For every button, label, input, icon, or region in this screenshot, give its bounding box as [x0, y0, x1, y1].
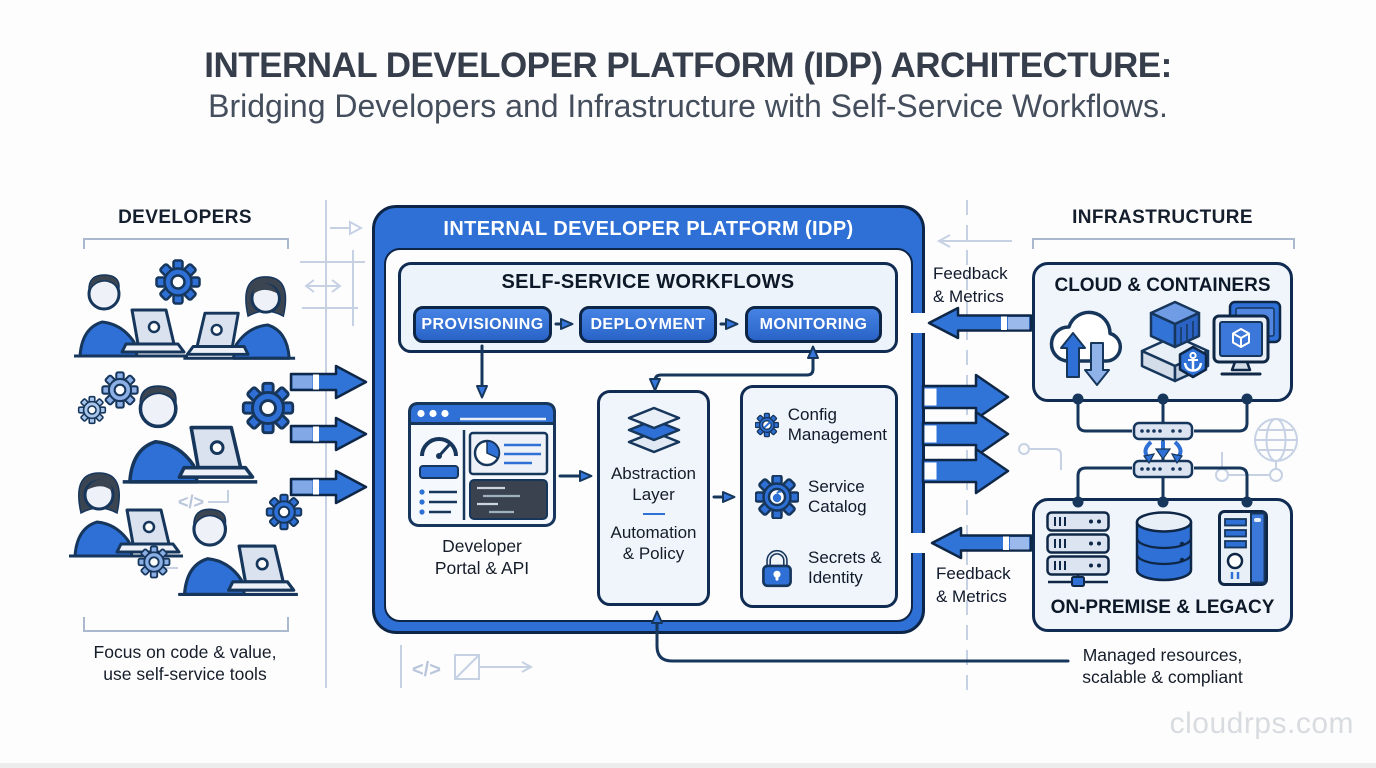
developers-caption-line1: Focus on code & value,: [93, 642, 277, 662]
developers-heading: DEVELOPERS: [118, 207, 252, 228]
infra-caption-line2: scalable & compliant: [1082, 666, 1243, 687]
feedback-metrics-label-bottom: Feedback & Metrics: [936, 562, 1046, 608]
gear-icon: [137, 545, 171, 579]
developers-caption-line2: use self-service tools: [103, 663, 267, 684]
feedback-metrics-label-top: Feedback & Metrics: [933, 262, 1043, 308]
portal-caption-line2: Portal & API: [434, 557, 530, 578]
code-brackets-decor-icon: </>: [412, 659, 441, 681]
watermark: cloudrps.com: [1169, 707, 1354, 740]
developers-bracket: [83, 238, 289, 249]
service-catalog-row: Service Catalog: [755, 474, 887, 519]
config-management-row: Config Management: [755, 403, 887, 447]
developers-bracket-bottom: [83, 617, 289, 632]
gear-icon: [265, 493, 303, 531]
virtual-machines-icon: [1212, 300, 1282, 376]
gear-wrench-icon: [755, 412, 779, 438]
developer-at-laptop-icon: [67, 471, 185, 558]
config-label-line1: Config: [787, 405, 837, 424]
workflow-step-deployment: DEPLOYMENT: [579, 306, 717, 343]
developer-portal-icon: [408, 402, 556, 527]
code-brackets-decor-icon: </>: [178, 492, 204, 512]
database-icon: [1135, 511, 1193, 582]
gear-icon: [241, 381, 295, 435]
infra-caption-line1: Managed resources,: [1082, 645, 1243, 665]
bottom-strip: [0, 763, 1376, 768]
developer-at-laptop-icon: [120, 384, 260, 484]
idp-header: INTERNAL DEVELOPER PLATFORM (IDP): [443, 218, 854, 240]
layers-icon: [627, 406, 680, 454]
workflows-title: SELF-SERVICE WORKFLOWS: [501, 271, 795, 293]
gear-icon: [101, 371, 139, 409]
service-catalog-label: Service Catalog: [808, 477, 867, 517]
padlock-icon: [762, 550, 792, 588]
portal-caption: Developer Portal & API: [400, 536, 564, 579]
cloud-sync-icon: [1049, 310, 1123, 386]
feedback-bottom-line2: & Metrics: [936, 587, 1007, 606]
secrets-identity-label: Secrets & Identity: [808, 548, 882, 588]
config-label-line2: Management: [787, 425, 887, 444]
secrets-label-line1: Secrets &: [808, 548, 882, 567]
tower-server-icon: [1218, 510, 1268, 586]
gear-icon: [77, 395, 107, 425]
workflow-step-provisioning: PROVISIONING: [413, 306, 552, 343]
config-management-label: Config Management: [788, 405, 887, 445]
feedback-bottom-line1: Feedback: [936, 564, 1011, 583]
cloud-containers-title: CLOUD & CONTAINERS: [1054, 275, 1271, 296]
page-title: INTERNAL DEVELOPER PLATFORM (IDP) ARCHIT…: [204, 46, 1172, 85]
managed-resources-caption: Managed resources, scalable & compliant: [1070, 645, 1255, 688]
developer-at-laptop-icon: [181, 275, 297, 360]
portal-caption-line1: Developer: [442, 536, 522, 556]
server-rack-icon: [1046, 511, 1110, 587]
infrastructure-heading: INFRASTRUCTURE: [1072, 207, 1253, 228]
onprem-legacy-title: ON-PREMISE & LEGACY: [1050, 597, 1275, 618]
gear-catalog-icon: [755, 474, 799, 519]
developers-illustration: </>: [67, 259, 303, 596]
workflow-step-monitoring: MONITORING: [745, 306, 882, 343]
abstraction-layer-box: Abstraction Layer Automation & Policy: [597, 390, 710, 606]
infrastructure-bracket: [1032, 238, 1295, 249]
secrets-label-line2: Identity: [808, 568, 863, 587]
service-label-line2: Catalog: [808, 496, 867, 516]
abstraction-layer-label: Abstraction Layer: [610, 464, 697, 504]
feedback-top-line2: & Metrics: [933, 287, 1004, 306]
developers-caption: Focus on code & value, use self-service …: [55, 642, 315, 685]
secrets-identity-row: Secrets & Identity: [755, 546, 887, 590]
divider: [642, 513, 665, 515]
feedback-top-line1: Feedback: [933, 264, 1008, 283]
service-label-line1: Service: [808, 476, 865, 496]
gear-icon: [155, 259, 201, 305]
container-icon: [1140, 300, 1210, 383]
automation-policy-label: Automation & Policy: [610, 523, 697, 563]
platform-tools-box: Config Management Service Catalog: [740, 385, 898, 608]
page-subtitle: Bridging Developers and Infrastructure w…: [208, 88, 1168, 124]
